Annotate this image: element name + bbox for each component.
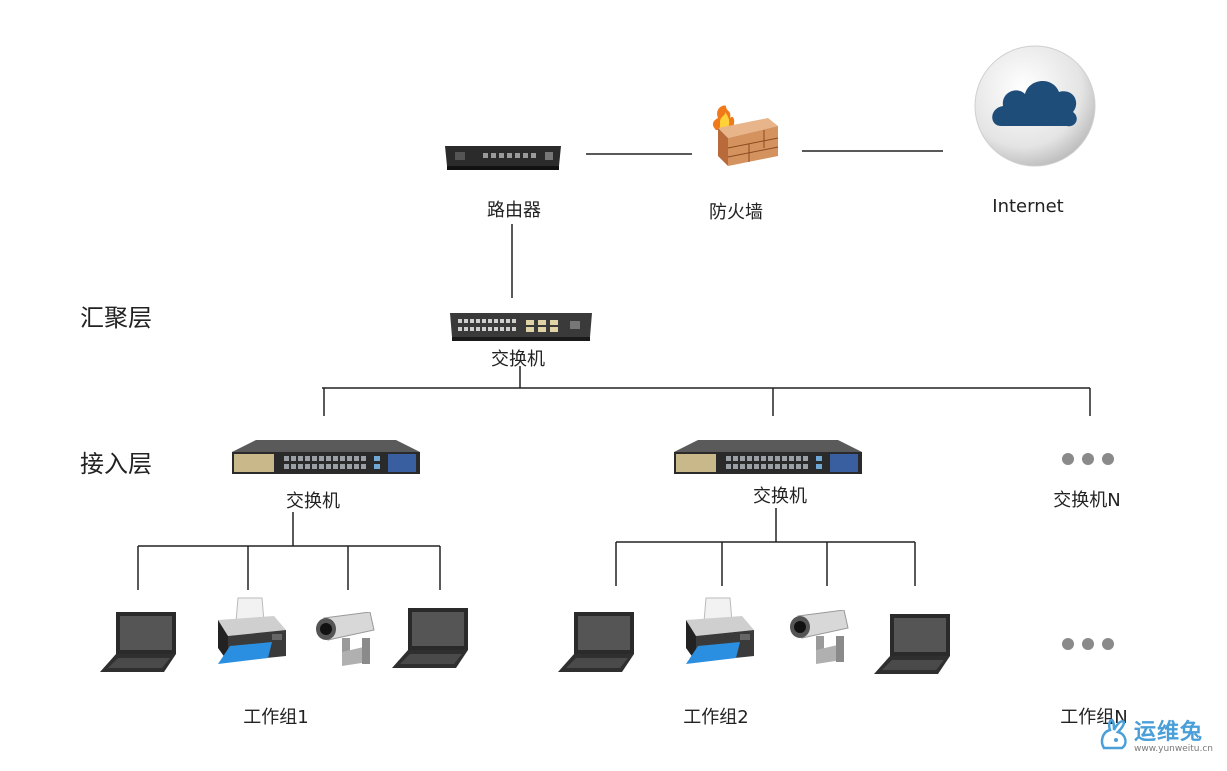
security-camera-icon xyxy=(316,612,375,666)
firewall-label: 防火墙 xyxy=(709,202,763,223)
laptop-icon xyxy=(558,612,634,672)
brand-url: www.yunweitu.cn xyxy=(1134,744,1213,754)
more-devices-ellipsis xyxy=(1062,638,1114,650)
laptop-icon xyxy=(392,608,468,668)
core-switch-label: 交换机 xyxy=(491,349,545,370)
internet-cloud-icon xyxy=(974,45,1096,167)
internet-label: Internet xyxy=(992,196,1064,217)
aggregation-layer-label: 汇聚层 xyxy=(80,304,152,332)
rabbit-logo-icon xyxy=(1100,718,1127,750)
security-camera-icon xyxy=(790,610,849,664)
workgroup-1-label: 工作组1 xyxy=(243,707,309,728)
brand-name: 运维兔 xyxy=(1134,720,1204,745)
workgroup-n-label: 工作组N xyxy=(1060,707,1128,728)
laptop-icon xyxy=(874,614,950,674)
workgroup-2-label: 工作组2 xyxy=(683,707,749,728)
access-switch-2-label: 交换机 xyxy=(753,486,807,507)
access-layer-label: 接入层 xyxy=(80,450,152,478)
more-switches-ellipsis xyxy=(1062,453,1114,465)
printer-icon xyxy=(686,597,754,664)
router-label: 路由器 xyxy=(487,200,541,221)
brand-watermark: 运维兔 www.yunweitu.cn xyxy=(1096,712,1221,764)
printer-icon xyxy=(218,597,286,664)
access-switch-2-icon xyxy=(674,440,862,474)
laptop-icon xyxy=(100,612,176,672)
access-switch-n-label: 交换机N xyxy=(1053,490,1121,511)
router-icon xyxy=(445,146,561,170)
firewall-icon xyxy=(712,105,779,166)
access-switch-1-icon xyxy=(232,440,420,474)
core-switch-icon xyxy=(450,313,592,341)
access-switch-1-label: 交换机 xyxy=(286,491,340,512)
